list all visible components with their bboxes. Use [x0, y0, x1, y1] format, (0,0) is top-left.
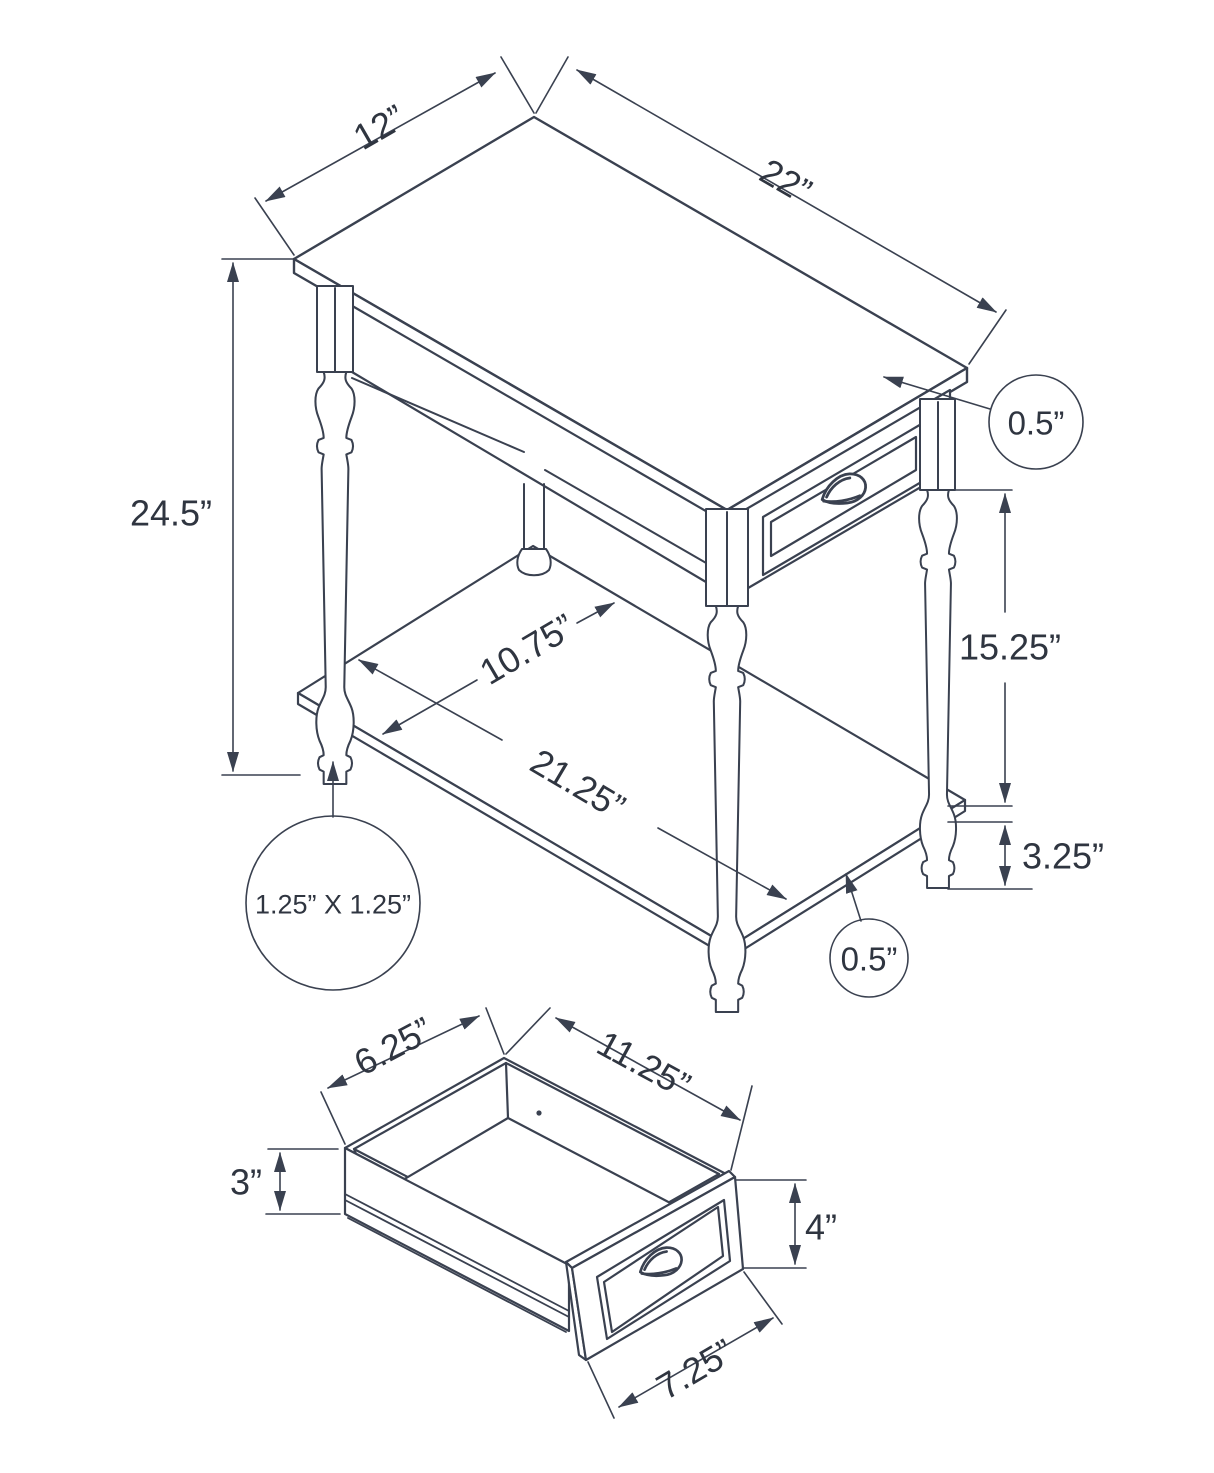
dim-leg-space-label: 15.25” — [959, 627, 1061, 668]
dim-shelf-thickness-label: 0.5” — [841, 941, 898, 978]
table-leg-back — [523, 483, 545, 552]
shelf-surface — [296, 544, 967, 949]
dim-top-length-label: 22” — [753, 150, 819, 212]
ext-line — [730, 1085, 753, 1171]
ext-line — [535, 56, 569, 114]
apron-back-left-edge — [351, 377, 525, 453]
ext-line — [254, 197, 295, 256]
dim-front-height-label: 4” — [805, 1207, 837, 1248]
leader-shelf-thickness — [845, 873, 862, 922]
table-view: 12” 22” 24.5” 0.5” 15.25” 3.25” 10.75” 2… — [130, 56, 1104, 1014]
dim-leg-post-label: 1.25” X 1.25” — [255, 889, 411, 919]
table-dimensions — [221, 56, 1084, 998]
dim-top-width-label: 12” — [346, 96, 412, 158]
ext-line — [743, 1271, 783, 1325]
ext-line — [500, 56, 535, 114]
drawer-pull-icon — [820, 472, 867, 505]
table-top — [292, 115, 969, 526]
dim-line-top-width — [265, 72, 496, 202]
ext-line — [320, 1091, 346, 1145]
dim-line-shelf-length-a — [358, 659, 503, 741]
table-leg-front — [705, 508, 749, 1014]
drawer-side-wall — [343, 1146, 571, 1333]
ext-line — [505, 1007, 551, 1055]
dim-height-label: 24.5” — [130, 493, 212, 534]
drawer-pull-icon — [638, 1246, 683, 1278]
dim-front-width-label: 7.25” — [649, 1331, 741, 1408]
dim-line-inner-width — [327, 1015, 480, 1089]
callout-circle-shelf-thickness — [829, 918, 909, 998]
ext-line — [968, 309, 1007, 365]
panel-frame-inner — [602, 1205, 725, 1334]
dim-line-shelf-length-b — [657, 827, 787, 900]
panel-frame-outer — [595, 1198, 732, 1341]
drawer-front-panel — [564, 1169, 745, 1362]
drawer-box — [343, 1056, 730, 1333]
dim-line-inner-length — [555, 1017, 741, 1121]
table-leg-left — [314, 285, 356, 786]
dim-foot-height-label: 3.25” — [1022, 836, 1104, 877]
dim-side-height-label: 3” — [230, 1162, 262, 1203]
dim-top-thickness-label: 0.5” — [1008, 405, 1065, 442]
dim-inner-width-label: 6.25” — [347, 1009, 439, 1084]
dim-inner-length-label: 11.25” — [590, 1022, 697, 1105]
table-legs — [314, 285, 958, 1014]
drawer-dimensions — [265, 1007, 807, 1419]
ext-line — [587, 1361, 615, 1419]
callout-circle-top-thickness — [988, 374, 1084, 470]
dim-line-shelf-width-b — [576, 602, 615, 624]
table-leg-back-foot — [516, 548, 552, 577]
drawer-view: 6.25” 11.25” 3” 4” 7.25” — [230, 1007, 837, 1419]
ext-line — [485, 1007, 505, 1055]
dim-line-top-length — [576, 69, 997, 313]
drawer-front-frame-inner — [769, 435, 918, 558]
dim-line-front-width — [618, 1317, 774, 1408]
table-leg-right — [918, 398, 958, 889]
dim-line-shelf-width-a — [382, 679, 478, 735]
leader-top-thickness — [883, 376, 991, 410]
screw-hole-dot — [536, 1110, 542, 1116]
